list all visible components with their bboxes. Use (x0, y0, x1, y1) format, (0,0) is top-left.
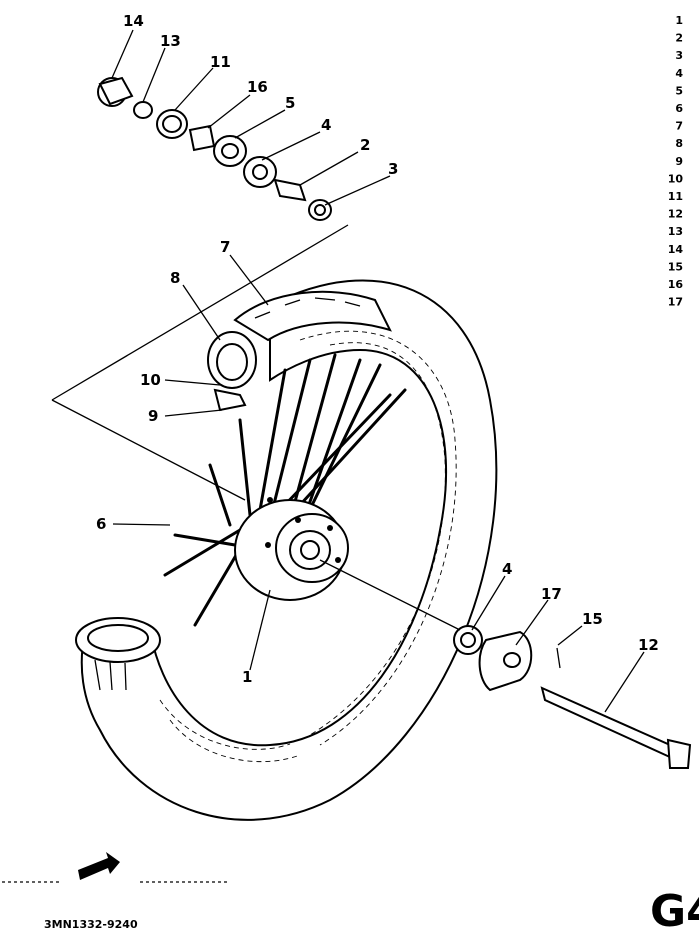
callout-4-right: 4 (502, 560, 512, 578)
callout-1: 1 (242, 668, 252, 686)
callout-7: 7 (220, 238, 230, 256)
axle-group-right (453, 625, 692, 769)
parts-list-item: 1 (675, 14, 683, 27)
callout-2: 2 (360, 136, 370, 154)
callout-8: 8 (170, 269, 180, 287)
parts-list-item: 2 (675, 32, 683, 45)
inner-tube (207, 331, 257, 412)
parts-list-item: 12 (668, 208, 683, 221)
parts-list-item: 14 (668, 243, 684, 256)
parts-list-item: 4 (675, 67, 683, 80)
callout-13: 13 (160, 32, 181, 50)
parts-list-item: 7 (675, 120, 683, 133)
wheel-rim (75, 279, 498, 821)
callout-12: 12 (638, 636, 659, 654)
parts-list-item: 6 (675, 102, 683, 115)
parts-list-item: 11 (668, 190, 683, 203)
parts-list-item: 15 (668, 260, 683, 273)
callout-9: 9 (148, 407, 158, 425)
callout-14: 14 (123, 12, 144, 30)
callout-16: 16 (247, 78, 268, 96)
callout-5: 5 (285, 94, 295, 112)
part-code: 3MN1332-9240 (44, 918, 138, 931)
page-code: G4 (650, 886, 699, 932)
parts-list-item: 17 (668, 296, 683, 309)
parts-list-item: 5 (675, 84, 683, 97)
parts-list-item: 16 (668, 278, 684, 291)
parts-list-item: 9 (675, 155, 683, 168)
parts-list-item: 8 (675, 137, 683, 150)
parts-list-item: 13 (668, 225, 683, 238)
bearing-group-top (97, 76, 332, 221)
callout-labels: 14 13 11 16 5 4 2 3 7 8 10 9 6 1 4 17 15… (96, 12, 659, 686)
callout-4-top: 4 (321, 116, 331, 134)
callout-3: 3 (388, 160, 398, 178)
callout-10: 10 (140, 371, 161, 389)
callout-15: 15 (582, 610, 603, 628)
fwd-arrow-icon (2, 852, 230, 883)
callout-17: 17 (541, 585, 562, 603)
callout-11: 11 (210, 53, 231, 71)
parts-list-item: 3 (675, 49, 683, 62)
hub (234, 497, 349, 601)
leader-lines (51, 29, 645, 713)
callout-6: 6 (96, 515, 106, 533)
parts-list-item: 10 (668, 172, 684, 185)
